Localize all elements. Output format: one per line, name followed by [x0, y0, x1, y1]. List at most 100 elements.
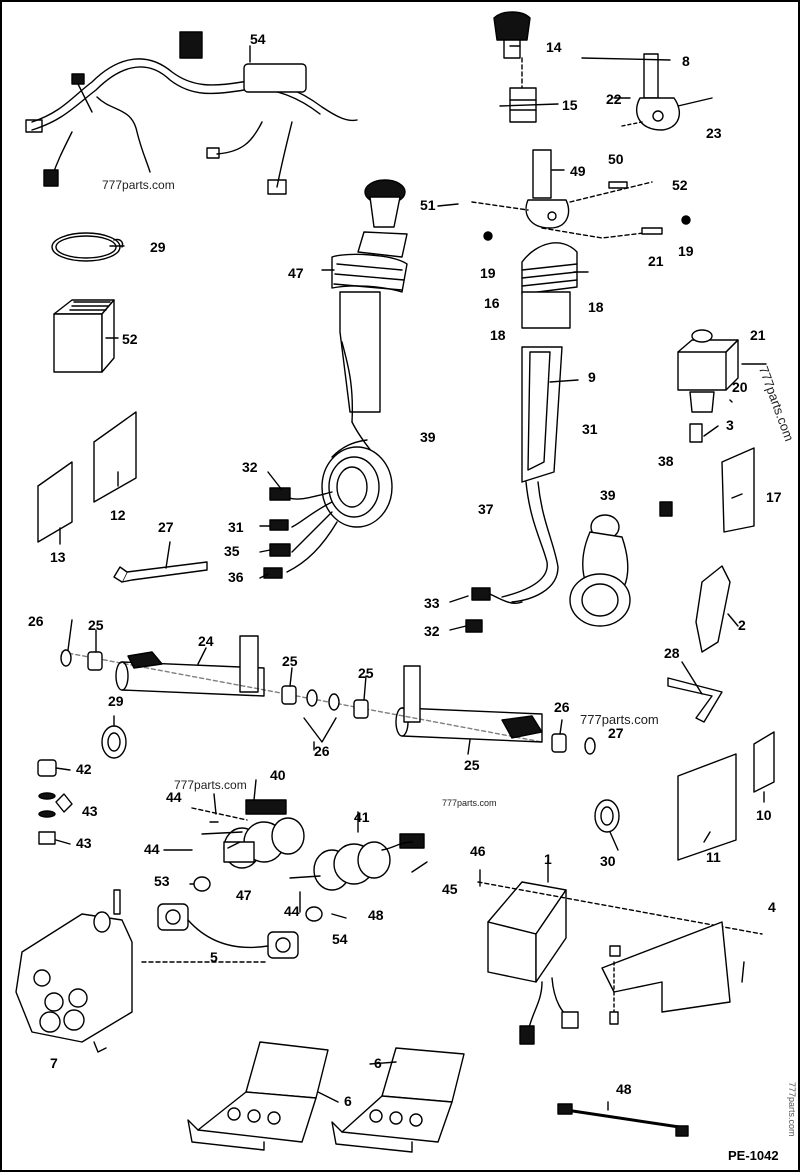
callout-32-top: 32	[242, 459, 258, 475]
callout-37: 39	[600, 487, 616, 503]
shaft-24-left	[115, 635, 265, 697]
drawing-code: PE-1042	[728, 1148, 779, 1163]
callout-33: 35	[224, 543, 240, 559]
pedal-6-right	[331, 1047, 465, 1153]
callout-23: 23	[706, 125, 722, 141]
callout-11: 11	[706, 849, 721, 865]
callout-25-b: 25	[282, 653, 298, 669]
callout-47-left: 47	[236, 887, 252, 903]
callout-52-left: 51	[420, 197, 436, 213]
callout-49: 48	[616, 1081, 632, 1097]
callout-36: 38	[658, 453, 674, 469]
shaft-24-right	[395, 665, 543, 743]
box-1	[477, 881, 763, 1045]
boot-16	[521, 242, 578, 329]
watermark-1: 777parts.com	[102, 178, 175, 192]
coiled-wire	[51, 232, 124, 262]
callout-24-right: 25	[464, 757, 480, 773]
callout-38: 39	[420, 429, 436, 445]
callout-8: 8	[682, 53, 690, 69]
callout-43-left: 44	[144, 841, 160, 857]
pedal-6-left	[187, 1041, 329, 1151]
callout-41: 43	[82, 803, 98, 819]
callout-12: 12	[110, 507, 126, 523]
valve-7	[15, 889, 133, 1053]
callout-29-left: 29	[108, 693, 124, 709]
lever-arm-9	[465, 346, 563, 633]
callout-51: 50	[608, 151, 624, 167]
bracket-17	[721, 447, 755, 533]
callout-10: 10	[756, 807, 772, 823]
callout-13: 13	[50, 549, 66, 565]
callout-3: 3	[726, 417, 734, 433]
callout-54-right: 54	[332, 931, 348, 947]
callout-39-left: 40	[270, 767, 286, 783]
callout-43-right: 44	[284, 903, 300, 919]
callout-21-top: 21	[648, 253, 664, 269]
callout-7: 7	[50, 1055, 58, 1071]
callout-25-c: 25	[358, 665, 374, 681]
edge-watermark: 777parts.com	[787, 1082, 797, 1137]
callout-1: 1	[544, 851, 552, 867]
handle-50	[471, 149, 691, 241]
decal-12	[93, 411, 137, 503]
watermark-2: 777parts.com	[174, 778, 247, 792]
callout-19-right: 19	[678, 243, 694, 259]
callout-42: 43	[76, 835, 92, 851]
callout-19-left: 19	[480, 265, 496, 281]
solenoid-left	[191, 793, 305, 892]
module-20	[677, 329, 767, 443]
callout-31-bottom: 32	[424, 623, 440, 639]
callout-39-right: 41	[354, 809, 370, 825]
callout-25-d: 26	[554, 699, 570, 715]
callout-35: 37	[478, 501, 494, 517]
callout-2: 2	[738, 617, 746, 633]
callout-26-left: 26	[28, 613, 44, 629]
box-53	[53, 299, 115, 373]
callout-6-right: 6	[374, 1055, 382, 1071]
callout-26-right: 27	[608, 725, 624, 741]
callout-44-left: 44	[166, 789, 182, 805]
callout-18-right: 18	[588, 299, 604, 315]
joystick-assembly	[263, 179, 408, 579]
callout-44-right: 45	[442, 881, 458, 897]
callout-45: 46	[470, 843, 486, 859]
callout-53: 52	[122, 331, 138, 347]
callout-15: 15	[562, 97, 578, 113]
lever-8	[621, 53, 713, 131]
callout-31-top: 31	[228, 519, 244, 535]
boot-37	[569, 514, 631, 627]
callout-9: 9	[588, 369, 596, 385]
callout-6-left: 6	[344, 1093, 352, 1109]
callout-29-right: 30	[600, 853, 616, 869]
callout-26-center: 26	[314, 743, 330, 759]
callout-54-left: 53	[154, 873, 170, 889]
callout-16: 16	[484, 295, 500, 311]
callout-27-left: 27	[158, 519, 174, 535]
wiring-harness	[25, 31, 358, 195]
callout-40: 42	[76, 761, 92, 777]
callout-17: 17	[766, 489, 782, 505]
solenoid-right	[289, 833, 428, 922]
callout-28: 29	[150, 239, 166, 255]
watermark-4: 777parts.com	[580, 712, 659, 727]
watermark-3: 777parts.com	[442, 798, 497, 808]
callout-27-right: 28	[664, 645, 680, 661]
decal-13	[37, 461, 73, 543]
callout-24-left: 24	[198, 633, 214, 649]
callout-46: 47	[288, 265, 304, 281]
bracket-lower	[601, 921, 731, 1013]
callout-32-bottom: 33	[424, 595, 440, 611]
callout-18-left: 18	[490, 327, 506, 343]
callout-52-right: 52	[672, 177, 688, 193]
callout-21-right: 21	[750, 327, 766, 343]
callout-4: 4	[768, 899, 776, 915]
callout-30: 31	[582, 421, 598, 437]
callout-34: 36	[228, 569, 244, 585]
callout-47-right: 48	[368, 907, 384, 923]
bracket-2	[695, 565, 731, 653]
callout-25-a: 25	[88, 617, 104, 633]
callout-22: 22	[606, 91, 622, 107]
